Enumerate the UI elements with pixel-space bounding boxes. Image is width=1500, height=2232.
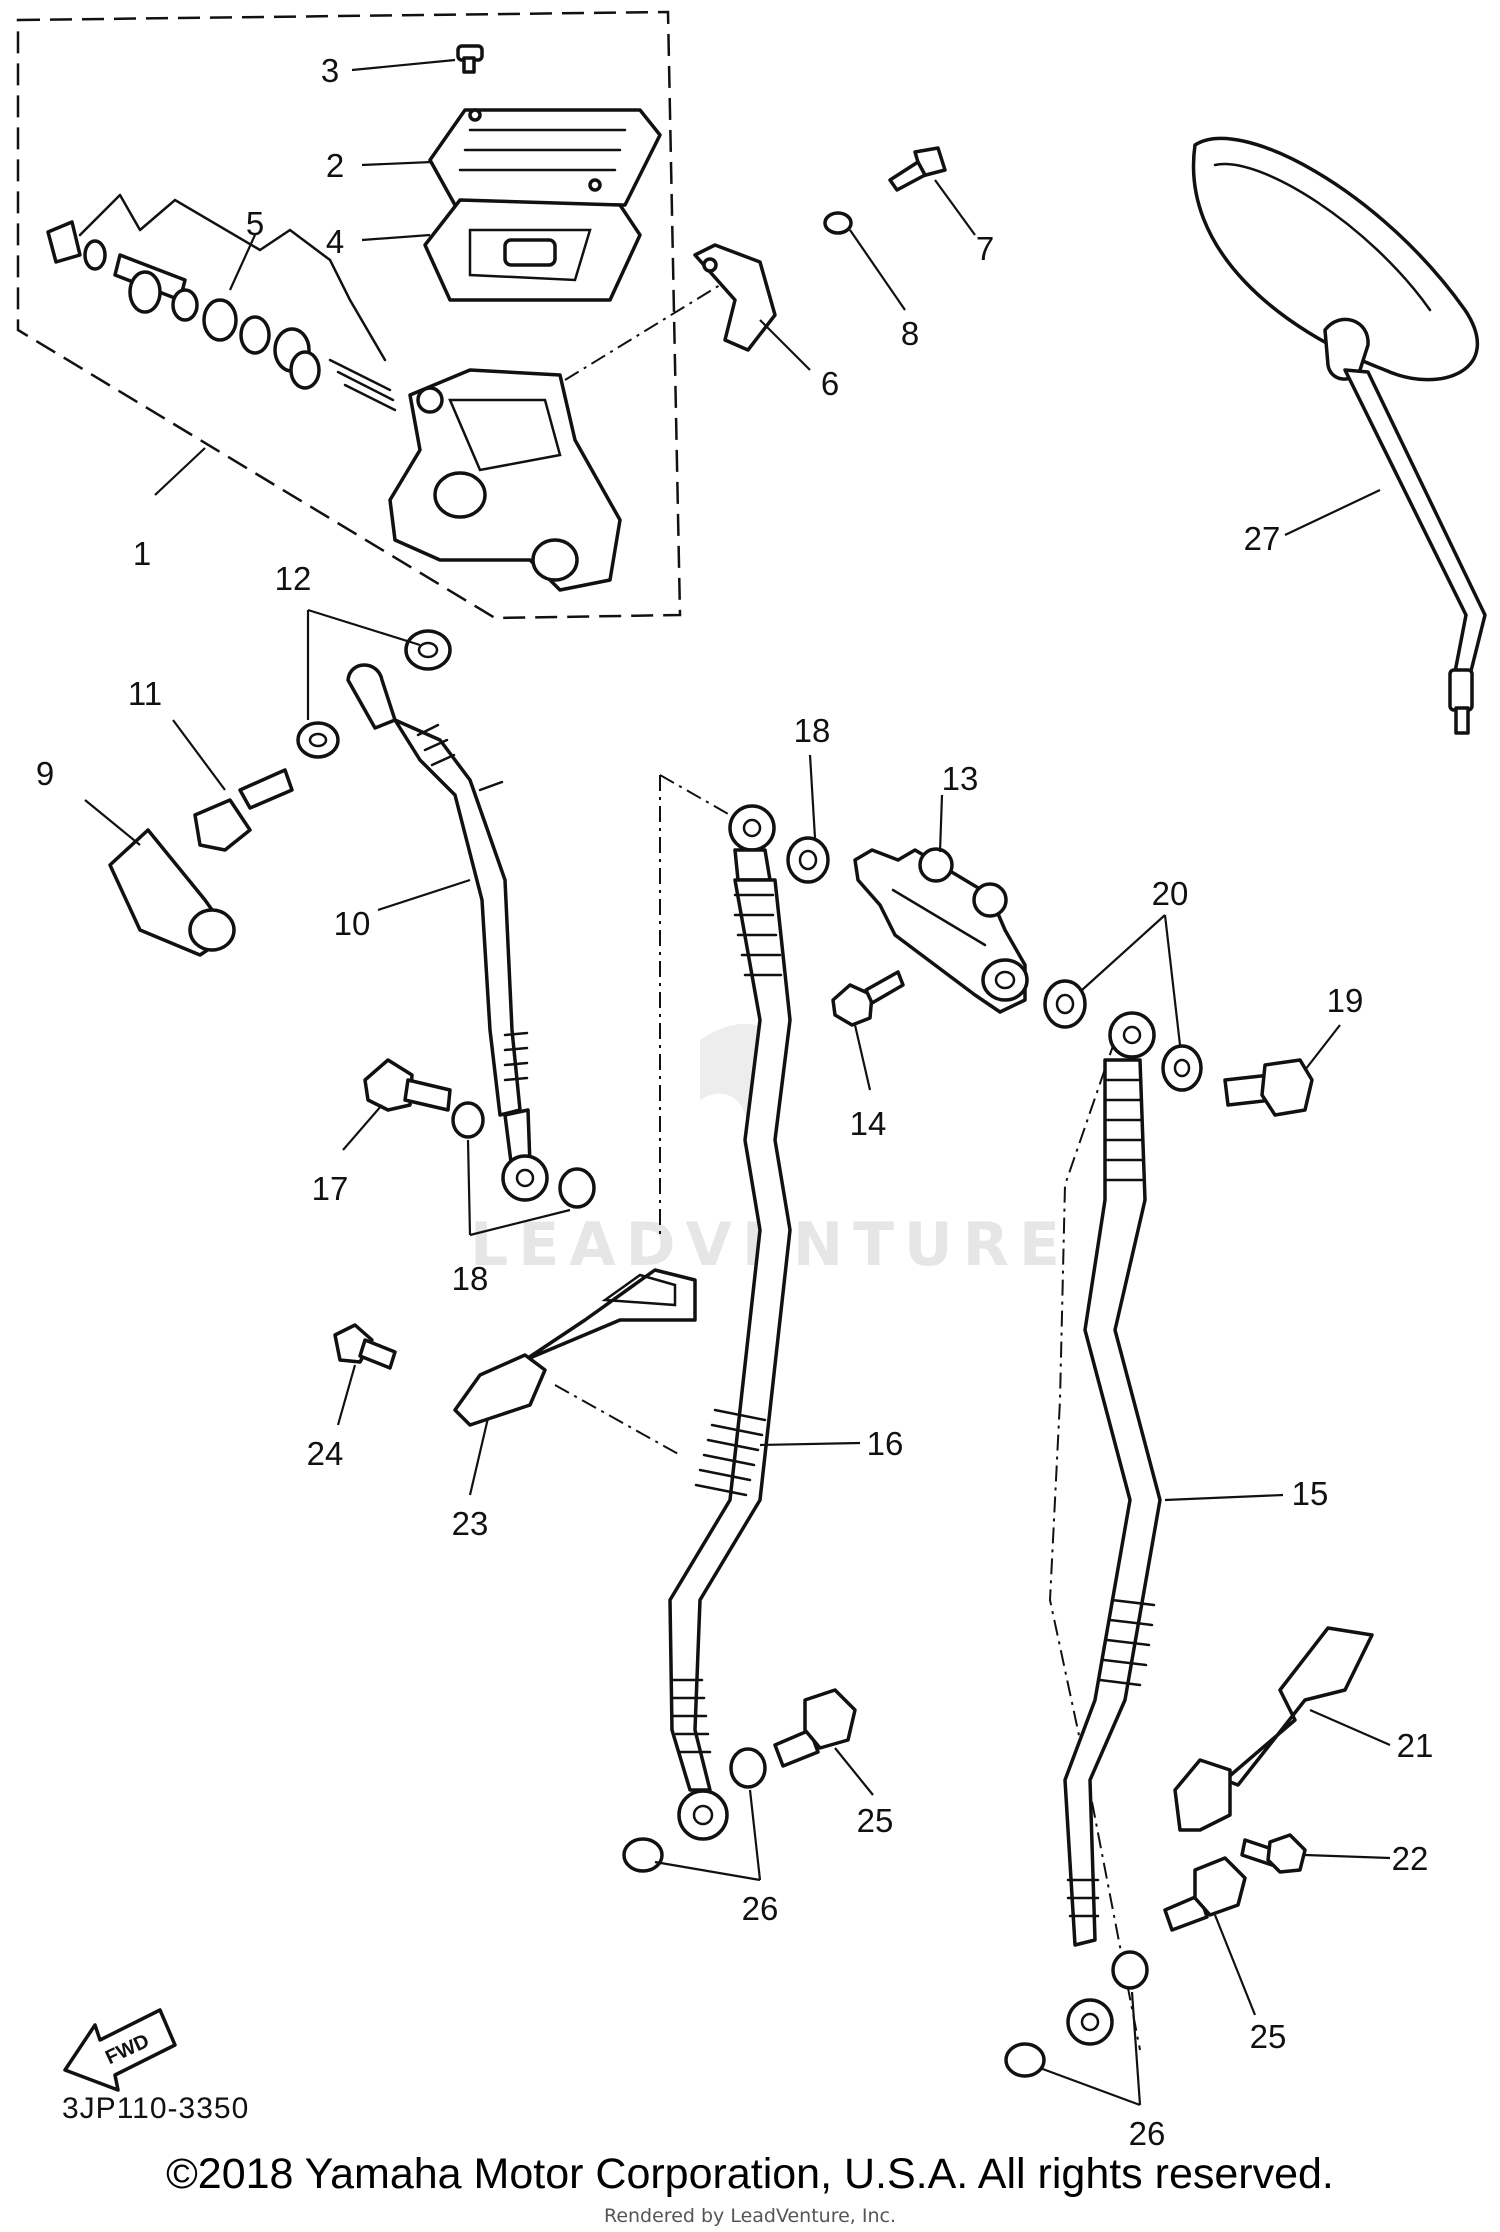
part-9-union-bolt-cap [108, 828, 236, 957]
part-20-washer-a-hole [1055, 993, 1075, 1015]
callout-1: 1 [133, 535, 151, 572]
part-16-brake-hose [668, 804, 792, 1841]
part-20-washer-a [1043, 979, 1087, 1029]
callout-13: 13 [942, 760, 979, 797]
part-18-washer-c-hole [798, 849, 818, 871]
part-25-union-bolt-b [1163, 1856, 1247, 1932]
fwd-direction-arrow: FWD [63, 2008, 177, 2092]
callout-27: 27 [1244, 520, 1281, 557]
callout-20: 20 [1152, 875, 1189, 912]
part-24-bolt [333, 1323, 397, 1370]
callout-18-upper: 18 [794, 712, 831, 749]
callout-14: 14 [850, 1105, 887, 1142]
part-26-washer-c [1111, 1950, 1149, 1990]
callout-22: 22 [1392, 1840, 1429, 1877]
callout-3: 3 [321, 52, 339, 89]
callout-24: 24 [307, 1435, 344, 1472]
callout-10: 10 [334, 905, 371, 942]
diagram-code: 3JP110-3350 [62, 2092, 250, 2125]
part-20-washer-b-hole [1173, 1058, 1191, 1078]
part-12-washer-b [296, 721, 340, 759]
callout-21: 21 [1397, 1727, 1434, 1764]
copyright-notice: ©2018 Yamaha Motor Corporation, U.S.A. A… [166, 2150, 1334, 2198]
part-12-washer-b-hole [308, 732, 328, 748]
part-1-master-cylinder-body [388, 368, 622, 592]
part-5-piston-kit [46, 193, 397, 412]
callout-17: 17 [312, 1170, 349, 1207]
part-2-reservoir-cap [428, 108, 662, 207]
callout-23: 23 [452, 1505, 489, 1542]
hose-routing-line-right [1048, 1039, 1141, 2051]
part-26-washer-b [622, 1837, 664, 1873]
callout-19: 19 [1327, 982, 1364, 1019]
callout-4: 4 [326, 223, 344, 260]
part-18-washer-a [451, 1101, 485, 1139]
part-23-hose-clip [453, 1268, 697, 1427]
part-27-mirror [1191, 136, 1487, 735]
part-10-brake-hose [346, 663, 549, 1202]
callout-12: 12 [275, 560, 312, 597]
part-15-brake-hose [1063, 1011, 1162, 2046]
part-7-bolt [888, 146, 947, 192]
callout-15: 15 [1292, 1475, 1329, 1512]
part-19-union-bolt [1223, 1058, 1314, 1117]
callout-6: 6 [821, 365, 839, 402]
callout-9: 9 [36, 755, 54, 792]
part-18-washer-c [786, 836, 830, 884]
part-18-washer-b [558, 1167, 596, 1209]
clip-routing-line [554, 1384, 681, 1456]
part-12-washer-a-hole [417, 641, 439, 659]
part-11-union-bolt [193, 768, 294, 852]
part-4-diaphragm [423, 198, 642, 302]
part-26-washer-d [1004, 2042, 1046, 2078]
callout-11: 11 [128, 675, 162, 712]
part-22-bolt [1240, 1833, 1307, 1874]
rendered-by-notice: Rendered by LeadVenture, Inc. [603, 2205, 897, 2227]
part-14-bolt [831, 970, 905, 1027]
part-25-union-bolt-a [773, 1688, 857, 1768]
callout-8: 8 [901, 315, 919, 352]
callout-labels: 1 2 3 4 5 6 7 8 9 10 11 12 13 14 15 16 1… [36, 52, 1434, 2152]
part-3-screw [456, 44, 484, 74]
part-6-holder [693, 243, 777, 352]
part-13-brake-joint [853, 847, 1029, 1014]
callout-25-left: 25 [857, 1802, 894, 1839]
part-17-union-bolt [363, 1058, 452, 1112]
part-21-hose-clip [1173, 1626, 1374, 1832]
part-20-washer-b [1161, 1044, 1203, 1092]
part-26-washer-a [729, 1747, 767, 1789]
part-12-washer-a [404, 629, 452, 671]
callout-25-right: 25 [1250, 2018, 1287, 2055]
callout-26-right: 26 [1129, 2115, 1166, 2152]
callout-18-lower: 18 [452, 1260, 489, 1297]
callout-5: 5 [246, 205, 264, 242]
leader-lines [84, 58, 1391, 2107]
callout-26-left: 26 [742, 1890, 779, 1927]
part-8-washer [823, 211, 853, 235]
callout-16: 16 [867, 1425, 904, 1462]
hose-routing-line-left [659, 774, 731, 1240]
master-cylinder-assembly-box [16, 10, 682, 620]
callout-2: 2 [326, 147, 344, 184]
callout-7: 7 [976, 230, 994, 267]
